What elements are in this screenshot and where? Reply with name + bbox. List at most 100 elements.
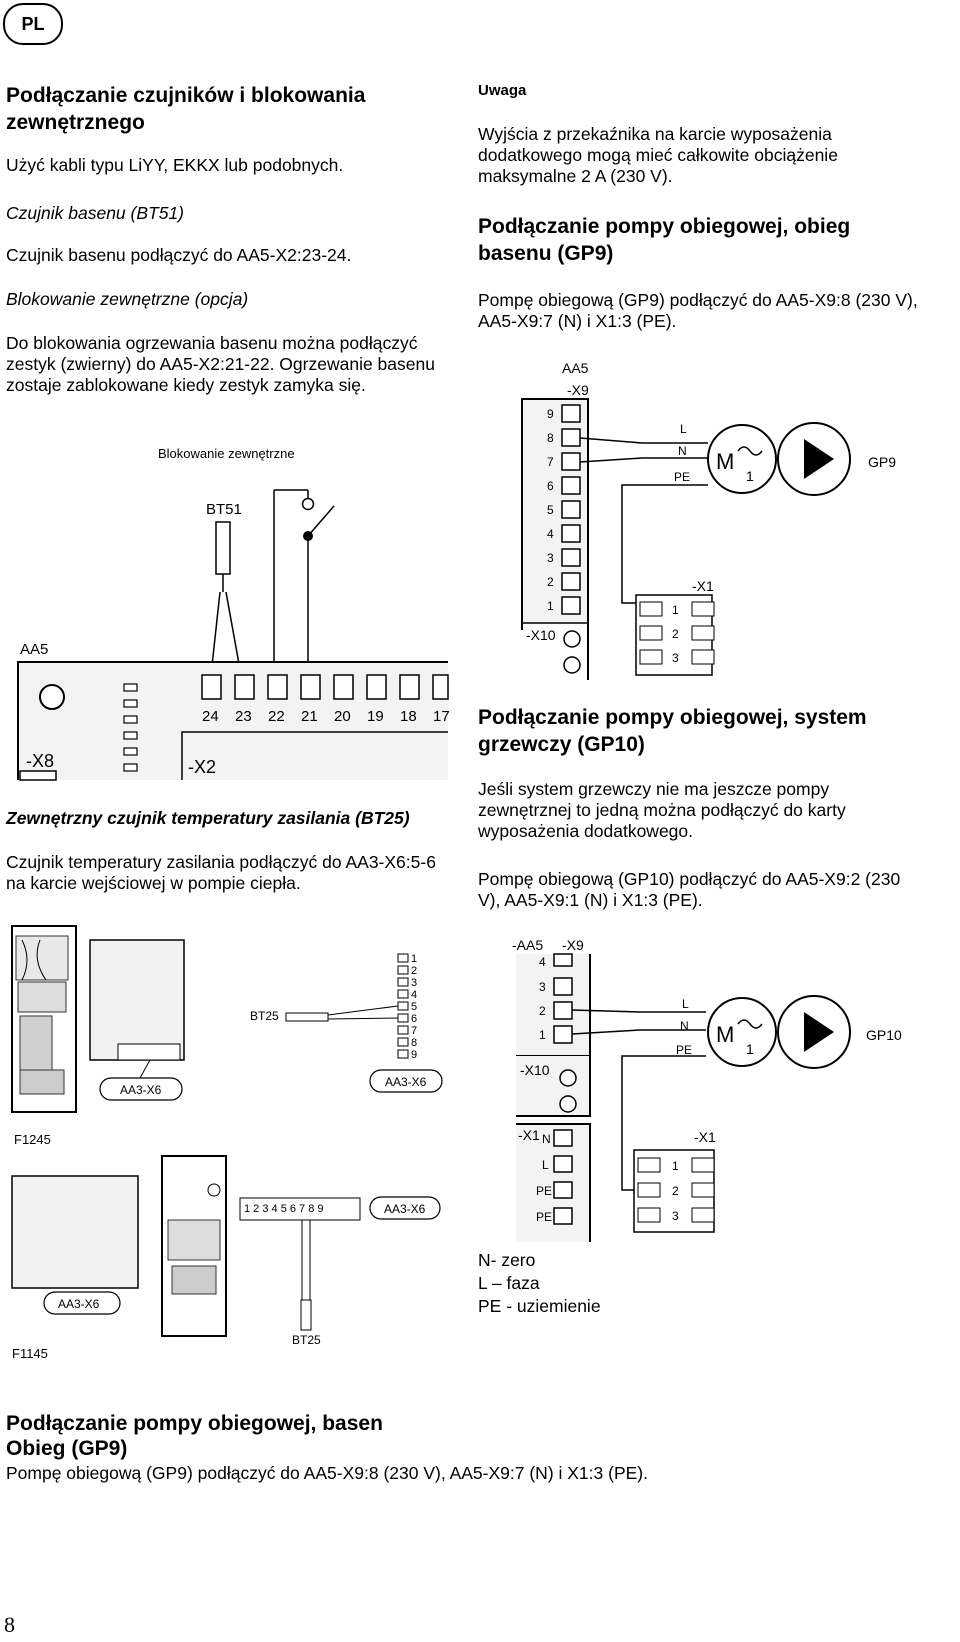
bottom-title-line-1: Podłączanie pompy obiegowej, basen [6,1412,383,1435]
gp9-label: GP9 [868,454,896,470]
l-label-gp9: L [680,422,687,436]
l-label-gp10: L [682,997,689,1011]
n-label-gp9: N [678,444,687,458]
terminal-label: 19 [367,708,384,725]
legend-l: L – faza [478,1273,540,1293]
terminal-label: 17 [433,708,450,725]
x6-pin: 2 [411,965,417,977]
terminal-label: 21 [301,708,318,725]
x9-label-gp10: -X9 [562,937,584,953]
x9-pin: 3 [547,551,554,565]
n-label-gp10: N [680,1019,689,1033]
gp10-section-title: Podłączanie pompy obiegowej, system grze… [478,706,867,756]
gp9-section-title: Podłączanie pompy obiegowej, obieg basen… [478,215,851,265]
legend-pe: PE - uziemienie [478,1296,601,1316]
terminal-label: 20 [334,708,351,725]
gp10-text-1: Jeśli system grzewczy nie ma jeszcze pom… [478,779,846,841]
f1145-label: F1145 [12,1346,48,1361]
x1-pin-gp10: 1 [672,1159,679,1173]
gp10-label: GP10 [866,1027,902,1043]
x10-label-gp10: -X10 [520,1062,550,1078]
x9-pin-gp10: 4 [539,955,546,969]
aa3x6-label-3: AA3-X6 [58,1297,100,1311]
x9-pin-gp10: 1 [539,1028,546,1042]
x9-pin-gp10: 3 [539,980,546,994]
bt51-label: BT51 [206,501,242,518]
terminal-label: 23 [235,708,252,725]
x6-pin: 9 [411,1049,417,1061]
gp9-wiring-diagram: AA5 -X9 9 8 7 6 5 4 3 2 1 -X10 L N PE M … [521,360,896,680]
x9-label-gp9: -X9 [567,382,589,398]
aa3x6-label-1: AA3-X6 [120,1083,162,1097]
x10-label-gp9: -X10 [526,627,556,643]
gp9-text: Pompę obiegową (GP9) podłączyć do AA5-X9… [478,290,918,331]
x1-pin-gp10: 2 [672,1184,679,1198]
external-block-text: Do blokowania ogrzewania basenu można po… [6,333,435,395]
x9-pin: 4 [547,527,554,541]
x1-pin-gp9: 1 [672,603,679,617]
cables-text: Użyć kabli typu LiYY, EKKX lub podobnych… [6,155,344,175]
gp10-text-2: Pompę obiegową (GP10) podłączyć do AA5-X… [478,869,901,910]
bottom-title-line-2: Obieg (GP9) [6,1437,128,1460]
x6-pin: 8 [411,1037,417,1049]
x6-pin: 5 [411,1001,417,1013]
x9-pin: 7 [547,455,554,469]
bt25-label-1: BT25 [250,1009,279,1023]
x9-pin: 6 [547,479,554,493]
f1245-label: F1245 [14,1132,51,1147]
x6-pins-horizontal: 1 2 3 4 5 6 7 8 9 [244,1203,324,1215]
x9-pin: 9 [547,407,554,421]
bt25-title: Zewnętrzny czujnik temperatury zasilania… [6,808,410,828]
aa3x6-label-4: AA3-X6 [384,1202,426,1216]
aa5-label-gp10: -AA5 [512,937,543,953]
bt51-text: Czujnik basenu podłączyć do AA5-X2:23-24… [6,245,352,265]
x2-label: -X2 [188,757,216,777]
x6-pin: 6 [411,1013,417,1025]
x1-side-label: PE [536,1210,552,1224]
bt51-title: Czujnik basenu (BT51) [6,203,184,223]
uwaga-text: Wyjścia z przekaźnika na karcie wyposaże… [478,124,838,186]
terminal-label: 18 [400,708,417,725]
gp10-wiring-diagram: -AA5 -X9 4 3 2 1 -X10 -X1 N L PE PE L N … [512,937,902,1242]
x1-label-gp9: -X1 [692,578,714,594]
aa5-label-gp9: AA5 [562,360,589,376]
x1-side-label: PE [536,1184,552,1198]
x6-pin: 7 [411,1025,417,1037]
aa5-label: AA5 [20,641,48,658]
x6-pin: 3 [411,977,417,989]
x1-pin-gp10: 3 [672,1209,679,1223]
pe-label-gp10: PE [676,1043,692,1057]
motor-symbol-gp10: M [716,1022,734,1047]
x9-pin: 5 [547,503,554,517]
language-badge: PL [3,3,63,45]
legend-n: N- zero [478,1250,536,1270]
external-block-wiring-diagram: BT51 AA5 24 23 22 21 20 19 18 17 -X8 -X2 [17,489,450,781]
bt25-label-2: BT25 [292,1333,321,1347]
x1-label-gp10-side: -X1 [518,1127,540,1143]
x9-pin: 1 [547,599,554,613]
terminal-label: 24 [202,708,219,725]
motor-symbol-gp9: M [716,449,734,474]
motor-phase-gp10: 1 [746,1041,754,1057]
x1-pin-gp9: 3 [672,651,679,665]
pe-label-gp9: PE [674,470,690,484]
bt25-wiring-diagram: F1245 AA3-X6 1 2 3 4 5 6 7 8 9 BT25 AA3-… [11,925,443,1361]
x1-pin-gp9: 2 [672,627,679,641]
aa3x6-label-2: AA3-X6 [385,1075,427,1089]
x6-pin: 1 [411,953,417,965]
motor-phase-gp9: 1 [746,468,754,484]
external-block-title: Blokowanie zewnętrzne (opcja) [6,289,249,309]
x9-pin: 8 [547,431,554,445]
x1-label-gp10: -X1 [694,1129,716,1145]
x1-side-label: L [542,1158,549,1172]
x6-pin: 4 [411,989,417,1001]
x9-pin-gp10: 2 [539,1004,546,1018]
x1-side-label: N [542,1132,551,1146]
page-number: 8 [4,1612,15,1637]
bt25-text: Czujnik temperatury zasilania podłączyć … [6,852,436,893]
terminal-label: 22 [268,708,285,725]
uwaga-title: Uwaga [478,82,527,99]
x8-label: -X8 [26,751,54,771]
section-title-sensors: Podłączanie czujników i blokowania zewnę… [6,84,366,134]
bottom-text: Pompę obiegową (GP9) podłączyć do AA5-X9… [6,1463,648,1483]
